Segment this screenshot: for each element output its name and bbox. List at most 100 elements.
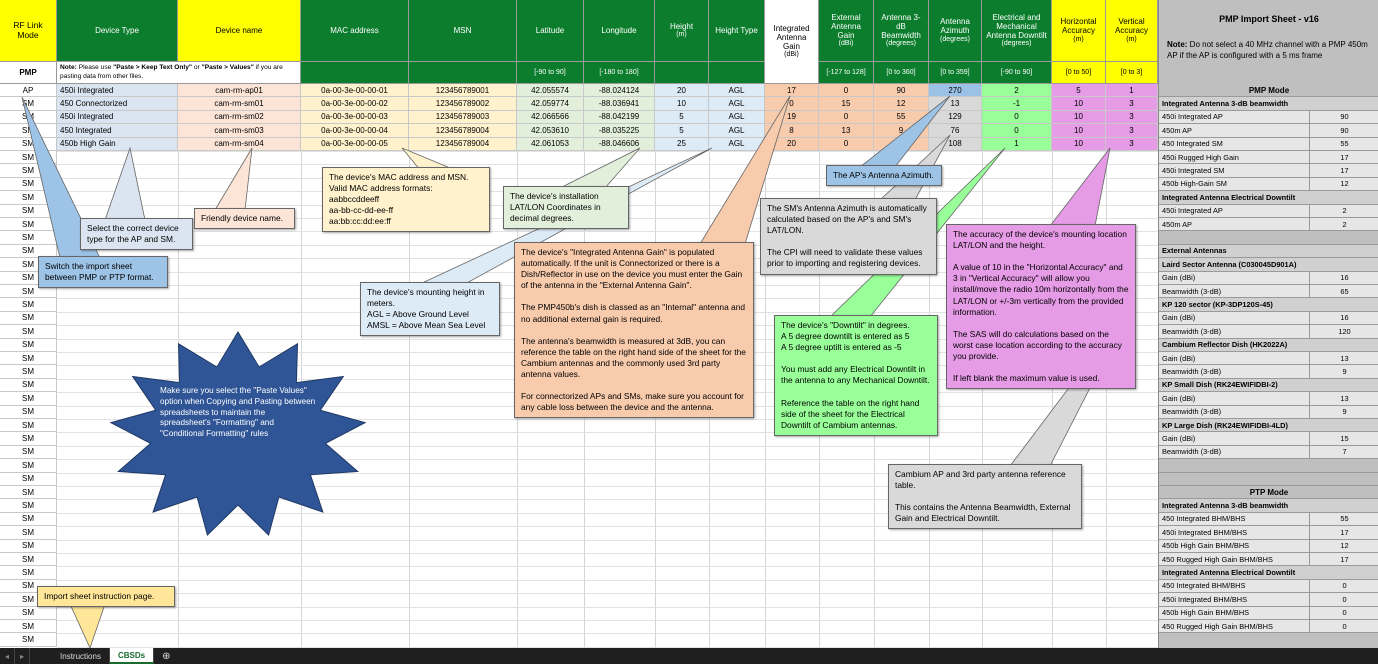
cell-mac[interactable]: 0a-00-3e-00-00-01 <box>301 84 409 98</box>
rf-mode-cell[interactable]: SM <box>0 472 57 486</box>
rf-mode-cell[interactable]: SM <box>0 620 57 634</box>
scroll-tabs-left-icon[interactable]: ◂ <box>0 648 16 664</box>
cell-htype[interactable]: AGL <box>709 97 765 111</box>
rf-mode-cell[interactable]: SM <box>0 378 57 393</box>
cell-type[interactable]: 450i Integrated <box>57 110 178 125</box>
rf-mode-cell[interactable]: SM <box>0 325 57 339</box>
cell-hacc[interactable]: 5 <box>1052 84 1106 98</box>
cell-tilt[interactable]: 1 <box>982 137 1052 151</box>
rf-mode-cell[interactable]: SM <box>0 285 57 299</box>
cell-type[interactable]: 450 Connectorized <box>57 97 178 111</box>
cell-az[interactable]: 129 <box>929 110 982 125</box>
cell-msn[interactable]: 123456789001 <box>409 84 517 98</box>
cell-mac[interactable]: 0a-00-3e-00-00-05 <box>301 137 409 151</box>
header-rf-link-mode[interactable]: RF Link Mode <box>0 0 57 62</box>
header-horizontal-accuracy[interactable]: Horizontal Accuracy(m) <box>1052 0 1106 62</box>
cell-vacc[interactable]: 1 <box>1106 84 1158 98</box>
cell-beam[interactable]: 90 <box>874 84 929 98</box>
cell-gain[interactable]: 20 <box>765 137 819 151</box>
cell-msn[interactable]: 123456789003 <box>409 110 517 125</box>
cell-gain[interactable]: 0 <box>765 97 819 111</box>
cell-tilt[interactable]: 2 <box>982 84 1052 98</box>
cell-ext[interactable]: 0 <box>819 110 874 125</box>
cell-hacc[interactable]: 10 <box>1052 110 1106 125</box>
cell-tilt[interactable]: -1 <box>982 97 1052 111</box>
spreadsheet-grid[interactable]: RF Link Mode Device Type Device name MAC… <box>0 0 1378 648</box>
cell-name[interactable]: cam-rm-ap01 <box>178 84 301 98</box>
rf-mode-cell[interactable]: SM <box>0 539 57 553</box>
cell-height[interactable]: 10 <box>655 97 709 111</box>
header-antenna-azimuth[interactable]: Antenna Azimuth(degrees) <box>929 0 982 62</box>
rf-mode-cell[interactable]: SM <box>0 553 57 567</box>
cell-height[interactable]: 5 <box>655 110 709 125</box>
rf-mode-cell[interactable]: SM <box>0 352 57 366</box>
cell-type[interactable]: 450 Integrated <box>57 124 178 138</box>
rf-mode-cell[interactable]: SM <box>0 298 57 312</box>
cell-vacc[interactable]: 3 <box>1106 137 1158 151</box>
header-device-name[interactable]: Device name <box>178 0 301 62</box>
rf-mode-cell[interactable]: SM <box>0 244 57 259</box>
cell-lat[interactable]: 42.055574 <box>517 84 584 98</box>
header-mac-address[interactable]: MAC address <box>301 0 409 62</box>
rf-mode-cell[interactable]: SM <box>0 486 57 500</box>
cell-lon[interactable]: -88.024124 <box>584 84 655 98</box>
cell-name[interactable]: cam-rm-sm03 <box>178 124 301 138</box>
cell-gain[interactable]: 17 <box>765 84 819 98</box>
cell-beam[interactable]: 12 <box>874 97 929 111</box>
cell-lon[interactable]: -88.036941 <box>584 97 655 111</box>
cell-az[interactable]: 270 <box>929 84 982 98</box>
rf-mode-cell[interactable]: AP <box>0 84 57 98</box>
rf-mode-cell[interactable]: SM <box>0 566 57 580</box>
cell-type[interactable]: 450b High Gain <box>57 137 178 151</box>
cell-mac[interactable]: 0a-00-3e-00-00-03 <box>301 110 409 125</box>
cell-name[interactable]: cam-rm-sm02 <box>178 110 301 125</box>
cell-lat[interactable]: 42.059774 <box>517 97 584 111</box>
cell-az[interactable]: 13 <box>929 97 982 111</box>
rf-mode-cell[interactable]: SM <box>0 526 57 540</box>
header-device-type[interactable]: Device Type <box>57 0 178 62</box>
rf-mode-cell[interactable]: SM <box>0 365 57 379</box>
cell-ext[interactable]: 0 <box>819 137 874 151</box>
cell-lon[interactable]: -88.046606 <box>584 137 655 151</box>
rf-mode-cell[interactable]: SM <box>0 405 57 419</box>
cell-msn[interactable]: 123456789004 <box>409 124 517 138</box>
rf-mode-cell[interactable]: SM <box>0 445 57 460</box>
cell-vacc[interactable]: 3 <box>1106 110 1158 125</box>
rf-mode-cell[interactable]: SM <box>0 606 57 620</box>
cell-lon[interactable]: -88.035225 <box>584 124 655 138</box>
header-height[interactable]: Height(m) <box>655 0 709 62</box>
rf-mode-cell[interactable]: SM <box>0 311 57 326</box>
cell-mac[interactable]: 0a-00-3e-00-00-02 <box>301 97 409 111</box>
cell-name[interactable]: cam-rm-sm01 <box>178 97 301 111</box>
cell-name[interactable]: cam-rm-sm04 <box>178 137 301 151</box>
cell-msn[interactable]: 123456789004 <box>409 137 517 151</box>
cell-mac[interactable]: 0a-00-3e-00-00-04 <box>301 124 409 138</box>
cell-type[interactable]: 450i Integrated <box>57 84 178 98</box>
cell-vacc[interactable]: 3 <box>1106 97 1158 111</box>
cell-ext[interactable]: 13 <box>819 124 874 138</box>
cell-tilt[interactable]: 0 <box>982 124 1052 138</box>
cell-ext[interactable]: 15 <box>819 97 874 111</box>
rf-mode-cell[interactable]: SM <box>0 151 57 165</box>
header-antenna-downtilt[interactable]: Electrical and Mechanical Antenna Downti… <box>982 0 1052 62</box>
cell-htype[interactable]: AGL <box>709 124 765 138</box>
cell-htype[interactable]: AGL <box>709 110 765 125</box>
cell-height[interactable]: 25 <box>655 137 709 151</box>
cell-hacc[interactable]: 10 <box>1052 124 1106 138</box>
header-integrated-antenna-gain[interactable]: Integrated Antenna Gain(dBi) <box>765 0 819 84</box>
tab-cbsds[interactable]: CBSDs <box>109 648 155 664</box>
rf-mode-cell[interactable]: SM <box>0 419 57 433</box>
cell-lat[interactable]: 42.066566 <box>517 110 584 125</box>
header-external-antenna-gain[interactable]: External Antenna Gain(dBi) <box>819 0 874 62</box>
rf-mode-cell[interactable]: SM <box>0 432 57 446</box>
header-latitude[interactable]: Latitude <box>517 0 584 62</box>
rf-mode-cell[interactable]: SM <box>0 392 57 406</box>
header-msn[interactable]: MSN <box>409 0 517 62</box>
cell-lat[interactable]: 42.061053 <box>517 137 584 151</box>
rf-mode-cell[interactable]: SM <box>0 633 57 647</box>
cell-height[interactable]: 5 <box>655 124 709 138</box>
rf-mode-cell[interactable]: SM <box>0 459 57 473</box>
rf-mode-cell[interactable]: SM <box>0 137 57 151</box>
cell-tilt[interactable]: 0 <box>982 110 1052 125</box>
cell-height[interactable]: 20 <box>655 84 709 98</box>
